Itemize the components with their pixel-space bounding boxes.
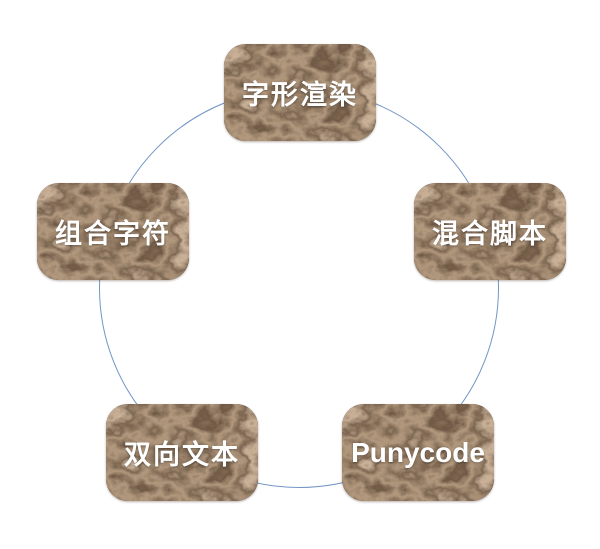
marble-texture — [106, 404, 258, 501]
node-label-punycode: Punycode — [351, 436, 485, 468]
marble-texture — [224, 44, 376, 141]
cycle-node-bottom-right: Punycode — [342, 404, 494, 501]
node-label-bidirectional-text: 双向文本 — [124, 440, 240, 470]
marble-texture — [37, 183, 189, 280]
cycle-node-bottom-left: 双向文本 — [106, 404, 258, 501]
cycle-node-top: 字形渲染 — [224, 44, 376, 141]
node-label-glyph-rendering: 字形渲染 — [242, 80, 358, 110]
marble-texture — [342, 404, 494, 501]
node-label-mixed-script: 混合脚本 — [432, 219, 548, 249]
node-label-combining-characters: 组合字符 — [55, 219, 171, 249]
marble-texture — [414, 183, 566, 280]
cycle-node-right: 混合脚本 — [414, 183, 566, 280]
cycle-node-left: 组合字符 — [37, 183, 189, 280]
